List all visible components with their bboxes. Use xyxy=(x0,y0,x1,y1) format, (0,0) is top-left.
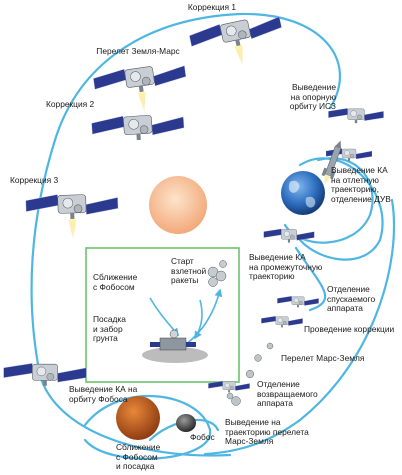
solar-panel-icon xyxy=(151,116,185,136)
label-landing-sample: Посадка и забор грунта xyxy=(93,314,126,344)
spacecraft-icon xyxy=(261,316,303,328)
label-correction-run: Проведение коррекции xyxy=(304,324,395,334)
label-launch-start: Старт взлетной ракеты xyxy=(171,256,207,286)
label-return-sep: Отделение возвращаемого аппарата xyxy=(257,379,318,409)
solar-panel-icon xyxy=(93,68,127,90)
mars-icon xyxy=(116,396,160,440)
solar-panel-icon xyxy=(304,298,319,306)
label-phobos-orbit: Выведение КА на орбиту Фобоса xyxy=(69,384,138,404)
label-earth-mars: Перелет Земля-Марс xyxy=(96,46,180,56)
label-departure: Выведение КА на отлетную траекторию, отд… xyxy=(331,165,391,204)
label-mars-earth: Перелет Марс-Земля xyxy=(281,353,365,363)
spacecraft-icon xyxy=(208,381,250,393)
orbit-earth-1 xyxy=(283,157,374,244)
label-support-orbit: Выведение на опорную орбиту ИСЗ xyxy=(289,82,336,112)
label-correction-1: Коррекция 1 xyxy=(187,2,237,12)
spacecraft-icon xyxy=(328,108,384,124)
sun-icon xyxy=(149,176,207,234)
spacecraft-icon xyxy=(93,65,187,114)
solar-panel-icon xyxy=(263,228,282,238)
engine-flame-icon xyxy=(68,218,77,241)
solar-panel-icon xyxy=(288,318,303,326)
trajectory-return xyxy=(203,198,396,456)
label-approach-landing: Сближение с Фобосом и посадка xyxy=(116,442,161,472)
solar-panel-icon xyxy=(153,65,187,87)
solar-panel-icon xyxy=(364,111,384,121)
spacecraft-icon xyxy=(91,114,185,141)
solar-panel-icon xyxy=(25,194,59,212)
rocket-icon xyxy=(321,140,342,187)
spacecraft-icon xyxy=(277,296,319,308)
trajectory-lines xyxy=(30,12,396,460)
solar-panel-icon xyxy=(296,231,315,241)
spacecraft-icon xyxy=(3,363,87,386)
orbit-mars xyxy=(83,395,212,460)
solar-panel-icon xyxy=(57,367,87,383)
spacecraft-layer xyxy=(3,16,384,393)
spacecraft-icon xyxy=(25,194,119,241)
label-lander-sep: Отделение спускаемого аппарата xyxy=(327,284,376,314)
return-capsule-icon xyxy=(226,342,274,406)
solar-panel-icon xyxy=(91,115,125,135)
solar-panel-icon xyxy=(261,316,276,324)
label-correction-3: Коррекция 3 xyxy=(10,175,59,185)
solar-panel-icon xyxy=(235,383,250,391)
ascent-rocket-icon xyxy=(207,260,227,287)
solar-panel-icon xyxy=(277,296,292,304)
spacecraft-icon xyxy=(189,16,282,68)
label-intermediate: Выведение КА на промежуточную траекторию xyxy=(249,252,323,282)
engine-flame-icon xyxy=(234,44,244,68)
solar-panel-icon xyxy=(355,150,373,160)
trajectory-outbound xyxy=(30,12,341,457)
lander-platform-icon xyxy=(142,329,208,363)
phobos-icon xyxy=(176,414,196,432)
earth-icon xyxy=(281,171,325,215)
spacecraft-icon xyxy=(263,228,315,243)
label-mars-earth-traj: Выведение на траекторию перелета Марс-Зе… xyxy=(225,417,309,447)
solar-panel-icon xyxy=(189,23,223,47)
label-correction-2: Коррекция 2 xyxy=(46,99,95,109)
engine-flame-icon xyxy=(137,91,146,114)
solar-panel-icon xyxy=(3,363,33,378)
label-approach: Сближение с Фобосом xyxy=(93,272,138,292)
solar-panel-icon xyxy=(249,16,282,40)
label-phobos: Фобос xyxy=(190,432,215,442)
orbit-intermediate xyxy=(294,246,327,312)
solar-panel-icon xyxy=(85,197,119,215)
